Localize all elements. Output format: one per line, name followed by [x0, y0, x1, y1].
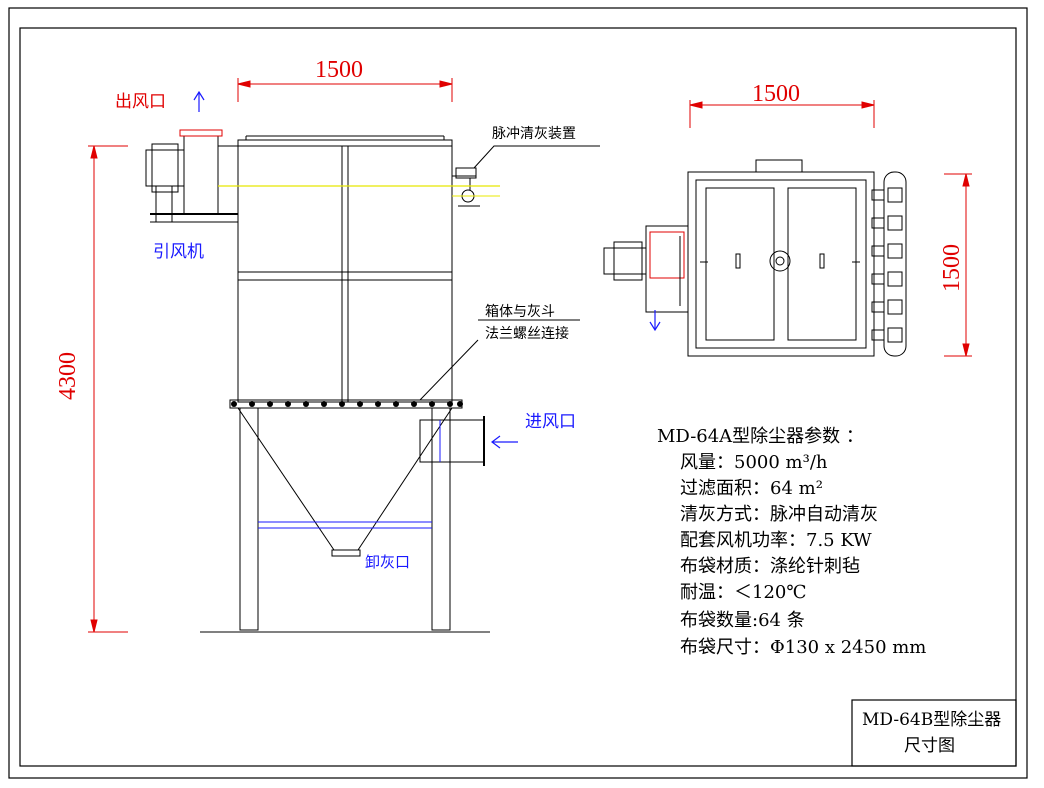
inlet-label: 进风口 [525, 412, 576, 432]
outer-frame [8, 7, 1028, 779]
inlet-arrow [491, 435, 518, 449]
discharge-label: 卸灰口 [365, 553, 411, 571]
outlet-label: 出风口 [115, 92, 166, 112]
top-width-dim-label: 1500 [752, 81, 800, 107]
spec-bag-material: 布袋材质：涤纶针刺毡 [680, 556, 860, 577]
front-height-dimension [88, 145, 128, 633]
spec-filter-area: 过滤面积：64 m² [680, 478, 823, 499]
spec-temperature: 耐温：＜120℃ [680, 582, 807, 603]
title-block-line2: 尺寸图 [904, 736, 955, 756]
top-view-valves [871, 187, 903, 343]
spec-cleaning: 清灰方式：脉冲自动清灰 [680, 504, 878, 525]
spec-bag-size: 布袋尺寸：Φ130 x 2450 mm [680, 637, 927, 658]
inner-frame [19, 27, 1017, 767]
flange-bolts [231, 401, 463, 407]
pulse-leader [473, 145, 600, 169]
title-block-box [851, 699, 1017, 767]
top-height-dimension [944, 173, 972, 357]
spec-bag-count: 布袋数量:64 条 [680, 610, 805, 631]
top-view [603, 159, 907, 357]
pulse-device-label: 脉冲清灰装置 [492, 126, 576, 142]
front-height-dim-label: 4300 [55, 352, 81, 400]
fan-label: 引风机 [153, 242, 204, 262]
flange-note-line1: 箱体与灰斗 [485, 304, 555, 320]
top-height-dim-label: 1500 [939, 244, 965, 292]
spec-title: MD-64A型除尘器参数 ： [657, 426, 864, 447]
flange-leader [419, 339, 479, 401]
front-width-dimension [237, 78, 453, 102]
top-view-down-arrow [649, 310, 661, 332]
spec-fan-power: 配套风机功率：7.5 KW [680, 530, 872, 551]
spec-airflow: 风量：5000 m³/h [680, 452, 828, 473]
top-width-dimension [689, 100, 875, 128]
outlet-arrow [193, 90, 205, 112]
front-width-dim-label: 1500 [315, 57, 363, 83]
flange-note-line2: 法兰螺丝连接 [485, 326, 569, 342]
title-block-line1: MD-64B型除尘器 [862, 710, 1002, 730]
